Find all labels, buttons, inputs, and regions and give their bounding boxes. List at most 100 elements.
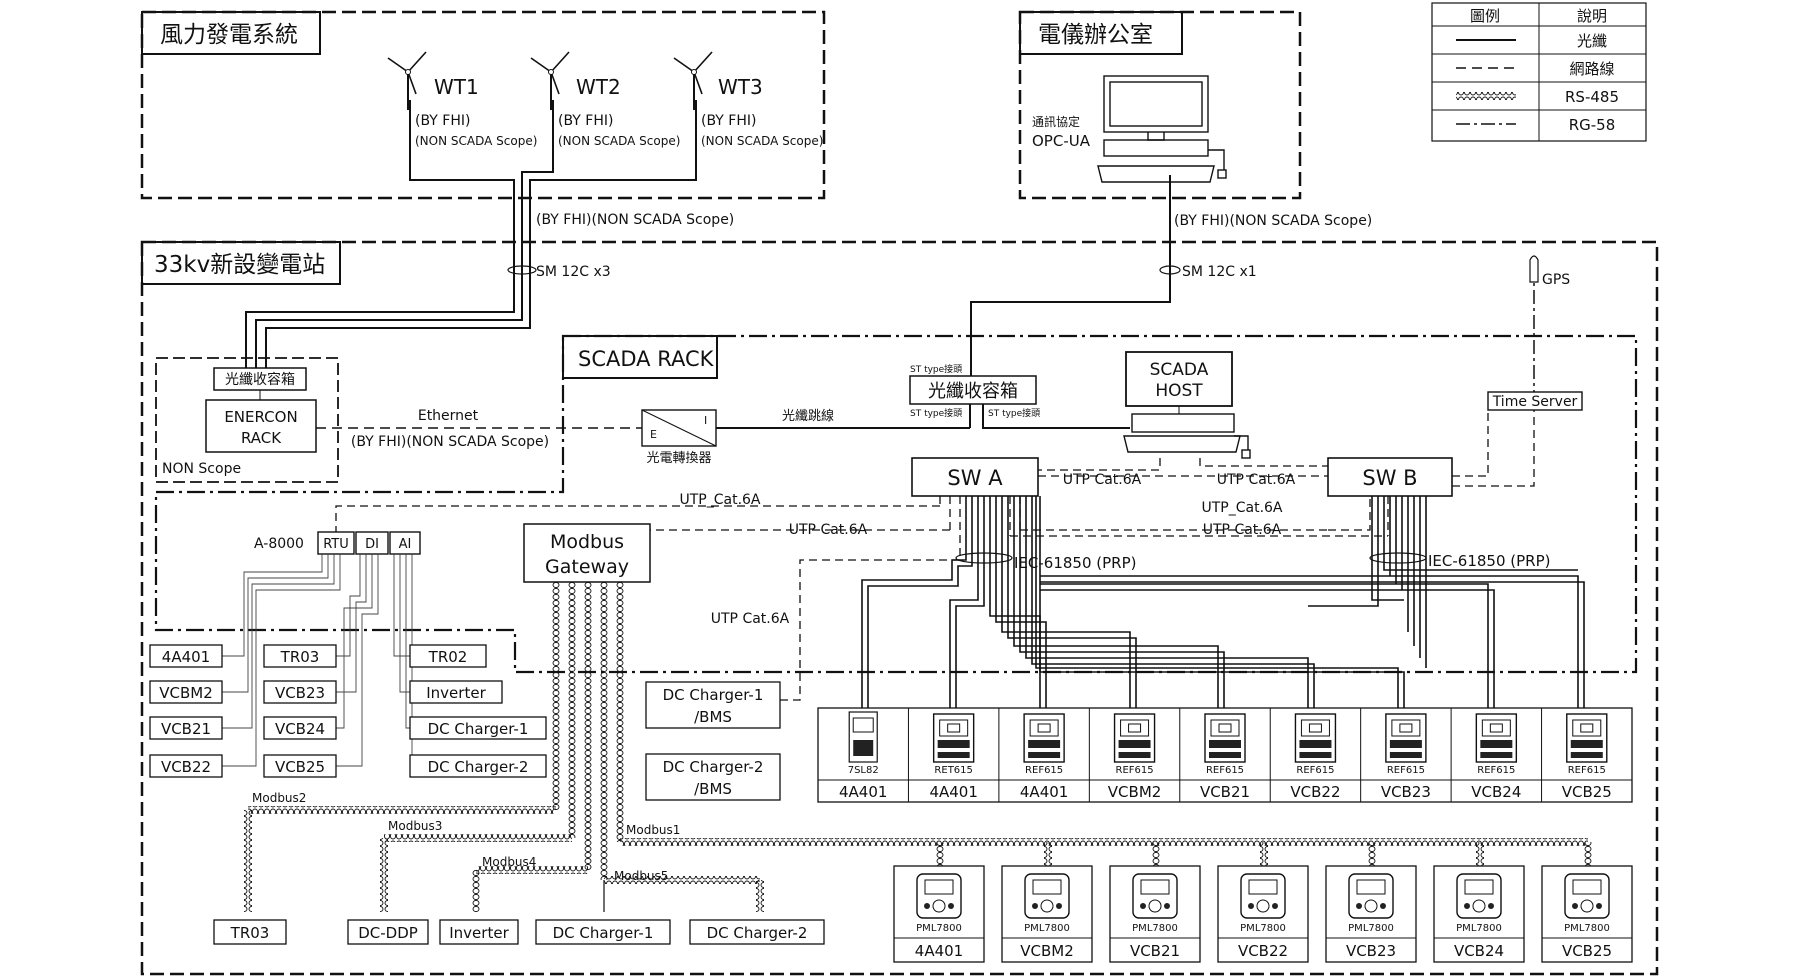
utp-label-7: UTP Cat.6A — [711, 611, 790, 627]
rs485-lines — [244, 582, 1592, 912]
time-server — [1487, 391, 1583, 411]
relay-device-icon — [1475, 713, 1518, 763]
rtu-box-label: VCB22 — [161, 758, 211, 776]
meter-device-icon — [916, 873, 962, 919]
modbus4-label: Modbus4 — [482, 855, 536, 869]
switch-a — [911, 457, 1039, 497]
di-box-label: VCB25 — [275, 758, 325, 776]
section-scada-rack: SCADA RACK — [578, 347, 715, 371]
modbus1-label: Modbus1 — [626, 823, 680, 837]
st-type-right: ST type接頭 — [988, 407, 1040, 419]
gps-label: GPS — [1542, 272, 1570, 288]
sm-12c-x1: SM 12C x1 — [1182, 264, 1257, 280]
turbine-wt2: WT2 (BY FHI) (NON SCADA Scope) — [530, 51, 680, 148]
relay-device-icon — [1566, 713, 1608, 763]
ai-box-label: DC Charger-2 — [428, 758, 529, 776]
relay-name: VCB24 — [1471, 783, 1521, 801]
relay-name: VCB23 — [1381, 783, 1431, 801]
converter-label: 光電轉換器 — [646, 451, 711, 466]
rtu-box-label: 4A401 — [162, 648, 210, 666]
switch-b-label: SW B — [1362, 466, 1417, 490]
rtu-box-group: 4A401 VCBM2 VCB21 VCB22 — [149, 644, 223, 778]
relay-model: REF615 — [1025, 765, 1063, 776]
meter-device-icon — [1564, 873, 1610, 919]
relay-row: 7SL824A401RET6154A401REF6154A401REF615VC… — [839, 708, 1612, 802]
relay-model: 7SL82 — [848, 765, 879, 776]
relay-device-icon — [848, 711, 878, 763]
iec-label-b: IEC-61850 (PRP) — [1428, 552, 1551, 570]
dc-bms-2 — [645, 753, 781, 801]
substation-frame — [140, 240, 1659, 976]
modbus-gateway — [523, 523, 651, 583]
svg-text:/BMS: /BMS — [694, 708, 732, 726]
section-wind: 風力發電系統 — [160, 22, 298, 48]
relay-model: REF615 — [1387, 765, 1425, 776]
gps-antenna-icon — [1529, 255, 1539, 398]
modbus3-label: Modbus3 — [388, 819, 442, 833]
office-pc — [1097, 75, 1227, 183]
sm-12c-x3: SM 12C x3 — [536, 264, 611, 280]
utp-label-5: UTP_Cat.6A — [1201, 500, 1282, 516]
enercon-label-1: ENERCON — [224, 408, 297, 426]
meter-device-icon — [1132, 873, 1178, 919]
switch-b — [1327, 457, 1453, 497]
legend-fiber: 光纖 — [1577, 32, 1607, 50]
meter-device-icon — [1024, 873, 1070, 919]
di-box-label: VCB23 — [275, 684, 325, 702]
turbine-name: WT3 — [718, 75, 763, 99]
relay-model: REF615 — [1568, 765, 1606, 776]
svg-text:/BMS: /BMS — [694, 780, 732, 798]
fiber-box-scada-label: 光纖收容箱 — [928, 381, 1018, 402]
turbine-by: (BY FHI) — [701, 113, 756, 129]
rtu-module — [317, 531, 355, 555]
meter-model: PML7800 — [916, 923, 962, 934]
relay-model: REF615 — [1477, 765, 1515, 776]
meter-name: VCBM2 — [1020, 942, 1074, 960]
meter-name: VCB23 — [1346, 942, 1396, 960]
modbus-device-label: TR03 — [230, 924, 270, 942]
modbus-gateway-label-1: Modbus — [550, 531, 624, 553]
relay-model: REF615 — [1206, 765, 1244, 776]
modbus-device-label: Inverter — [449, 924, 509, 942]
relay-device-icon — [932, 713, 975, 763]
meter-model: PML7800 — [1132, 923, 1178, 934]
meter-row: PML78004A401PML7800VCBM2PML7800VCB21PML7… — [893, 865, 1633, 963]
modbus-gateway-label-2: Gateway — [545, 556, 629, 578]
modbus-device-label: DC-DDP — [358, 924, 418, 942]
st-type-left: ST type接頭 — [910, 407, 962, 419]
meter-cell: PML7800 4A401 — [893, 865, 985, 963]
relay-cell: 7SL82 4A401 — [839, 711, 887, 801]
relay-device-icon — [1294, 713, 1337, 763]
meter-name: 4A401 — [915, 942, 963, 960]
relay-model: REF615 — [1116, 765, 1154, 776]
fhi-scope-wind: (BY FHI)(NON SCADA Scope) — [536, 212, 734, 228]
scada-host-label-2: HOST — [1155, 381, 1203, 401]
meter-name: VCB22 — [1238, 942, 1288, 960]
relay-name: 4A401 — [929, 783, 977, 801]
meter-name: VCB25 — [1562, 942, 1612, 960]
meter-name: VCB21 — [1130, 942, 1180, 960]
non-scope-label: NON Scope — [162, 461, 241, 477]
fhi-scope-ethernet: (BY FHI)(NON SCADA Scope) — [351, 434, 549, 450]
meter-name: VCB24 — [1454, 942, 1504, 960]
ai-box-label: Inverter — [426, 684, 486, 702]
utp-label-4: UTP Cat.6A — [789, 522, 868, 538]
relay-name: VCB21 — [1200, 783, 1250, 801]
ai-module — [389, 531, 421, 555]
meter-model: PML7800 — [1456, 923, 1502, 934]
svg-text:DI: DI — [365, 537, 379, 552]
relay-name: 4A401 — [839, 783, 887, 801]
scada-host — [1125, 351, 1233, 407]
relay-model: REF615 — [1296, 765, 1334, 776]
media-converter: E I — [641, 409, 717, 447]
modbus-device-label: DC Charger-2 — [707, 924, 808, 942]
